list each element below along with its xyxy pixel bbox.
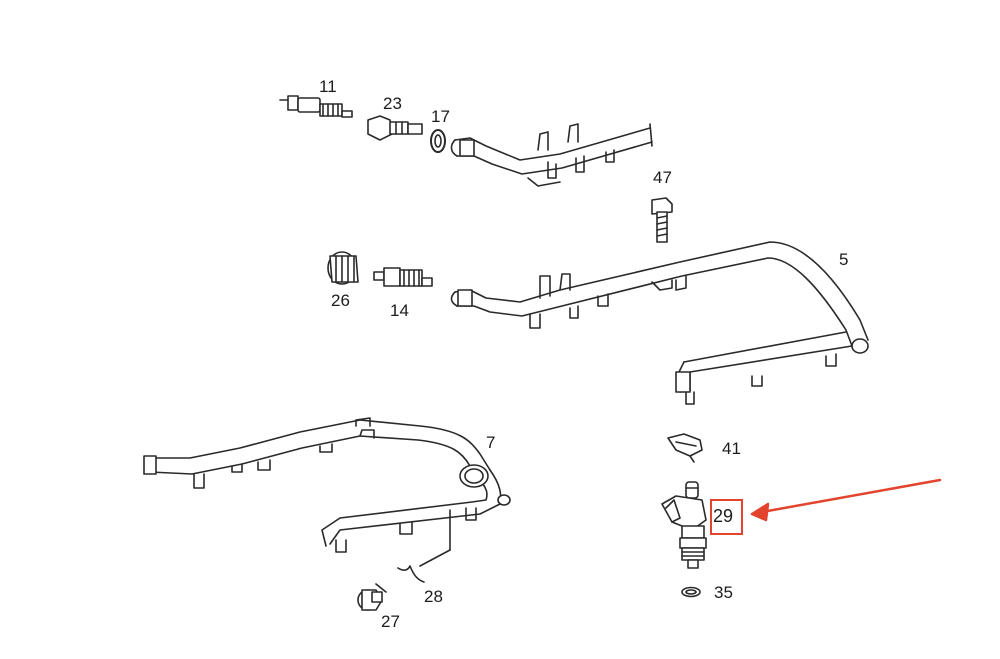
part-26-drawing (327, 251, 359, 285)
label-part-7: 7 (486, 433, 496, 452)
label-part-29: 29 (713, 506, 734, 526)
label-part-14: 14 (390, 301, 409, 320)
label-part-47: 47 (653, 168, 672, 187)
part-35-drawing (681, 586, 701, 598)
label-part-5: 5 (839, 250, 849, 269)
part-23-drawing (367, 115, 423, 141)
part-28-clip (397, 509, 451, 583)
upper-fuel-rail (450, 123, 653, 187)
part-29-injector (661, 481, 707, 569)
label-part-17: 17 (431, 107, 450, 126)
label-part-23: 23 (383, 94, 402, 113)
part-47-drawing (651, 197, 673, 243)
label-part-28: 28 (424, 587, 443, 606)
part-14-drawing (373, 267, 433, 287)
part-7-fuel-rail (143, 417, 511, 553)
label-part-11: 11 (319, 77, 337, 96)
label-part-35: 35 (714, 583, 733, 602)
part-5-fuel-rail (450, 241, 869, 405)
part-17-drawing (430, 129, 446, 153)
label-part-26: 26 (331, 291, 350, 310)
highlight-box-part-29 (710, 499, 743, 535)
part-11-drawing (279, 95, 353, 118)
callout-arrow (750, 478, 942, 522)
label-part-27: 27 (381, 612, 400, 631)
part-41-drawing (667, 433, 703, 463)
label-part-41: 41 (722, 439, 741, 458)
part-27-drawing (357, 583, 387, 611)
